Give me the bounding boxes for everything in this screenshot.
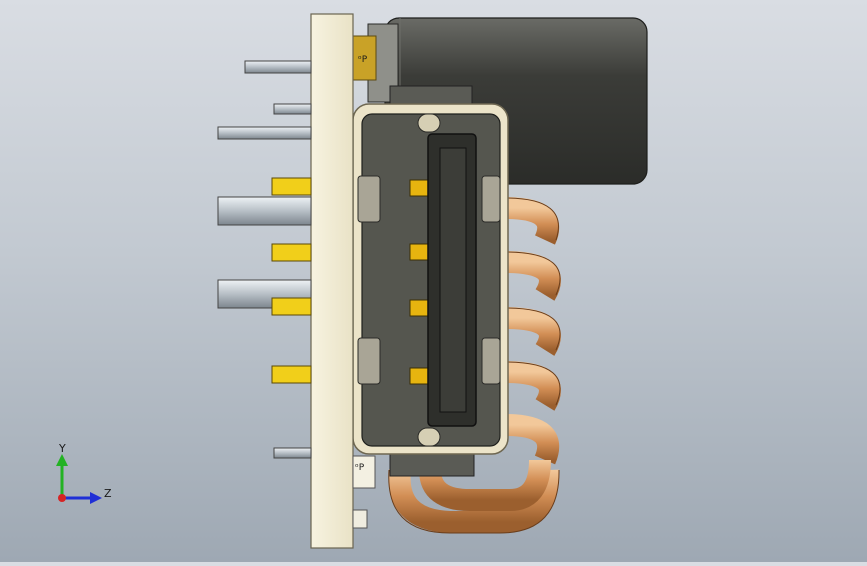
svg-text:ᵒP: ᵒP (358, 55, 368, 65)
copper-coil (388, 197, 561, 533)
z-axis-label: Z (104, 487, 112, 500)
connector-housing (352, 103, 509, 455)
gold-pins (271, 177, 312, 384)
y-axis-label: Y (58, 442, 66, 455)
axis-triad: Y Z (40, 440, 120, 520)
coil-outline (388, 197, 561, 534)
bottom-bracket (389, 451, 475, 477)
svg-text:ᵒP: ᵒP (355, 463, 365, 473)
mounting-plate (310, 13, 354, 549)
silver-pins (217, 60, 312, 459)
x-axis-origin (58, 494, 66, 502)
